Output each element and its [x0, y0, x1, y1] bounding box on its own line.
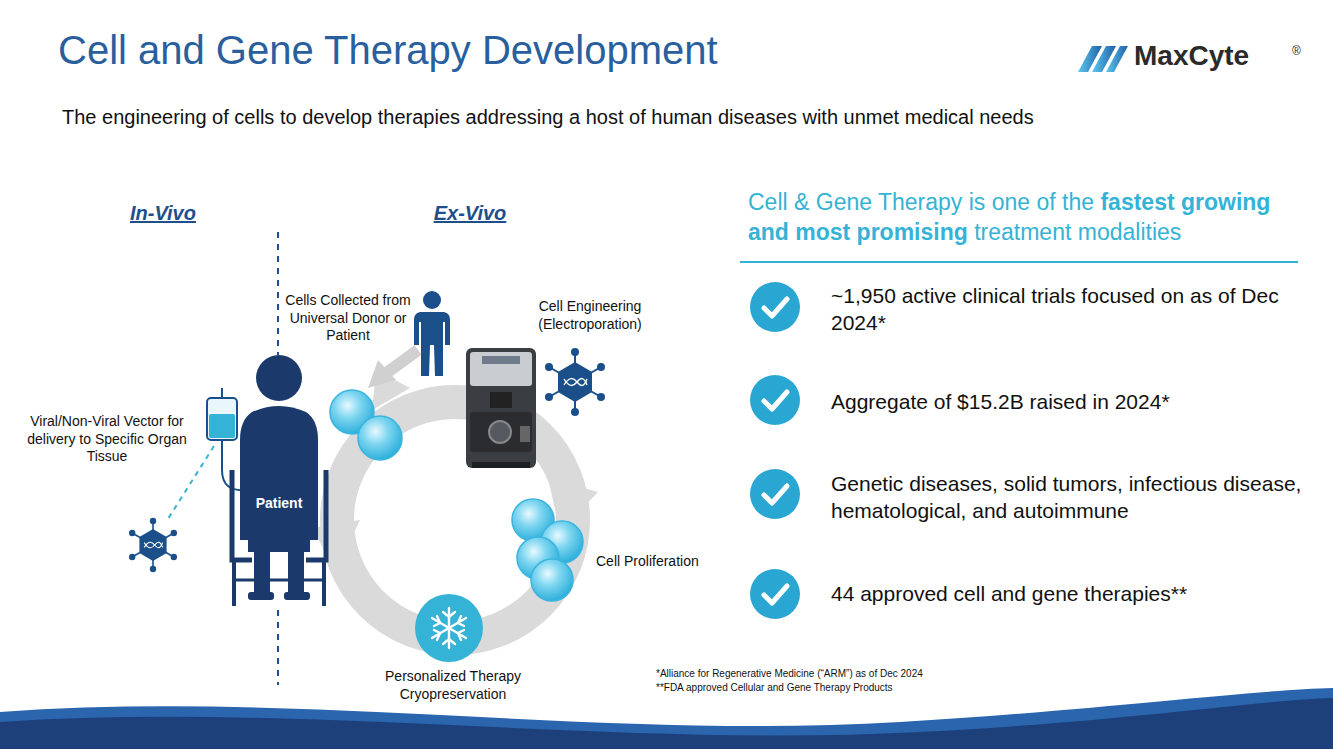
dna-icon	[129, 518, 177, 572]
section-label: Ex-Vivo	[434, 202, 507, 225]
section-label: In-Vivo	[130, 202, 196, 225]
step-label: Viral/Non-Viral Vector for delivery to S…	[25, 413, 190, 466]
statement-text: treatment modalities	[974, 219, 1181, 245]
cell	[531, 559, 573, 601]
bullet-text: 44 approved cell and gene therapies**	[831, 580, 1311, 607]
header-rule	[740, 261, 1298, 263]
electroporation-device	[466, 348, 536, 468]
step-label: Cells Collected from Universal Donor or …	[278, 292, 418, 345]
check-icon	[750, 569, 800, 619]
check-icon	[750, 375, 800, 425]
footnote: *Alliance for Regenerative Medicine (“AR…	[656, 668, 923, 679]
logo-text: MaxCyte	[1134, 40, 1249, 72]
check-icon	[750, 282, 800, 332]
logo-mark	[1078, 46, 1128, 72]
donor-figure	[414, 291, 450, 376]
slide-title: Cell and Gene Therapy Development	[58, 28, 718, 73]
header-statement: Cell & Gene Therapy is one of the fastes…	[748, 188, 1308, 248]
statement-text: Cell & Gene Therapy is one of the	[748, 189, 1094, 215]
dna-icon	[545, 348, 605, 416]
cryo-icon	[415, 594, 483, 662]
footer-wave	[0, 688, 1333, 749]
bullet-text: Genetic diseases, solid tumors, infectio…	[831, 470, 1311, 525]
bullet-text: ~1,950 active clinical trials focused on…	[831, 282, 1311, 337]
step-label: Personalized Therapy Cryopreservation	[368, 668, 538, 703]
figure-label: Patient	[244, 495, 314, 511]
subtitle: The engineering of cells to develop ther…	[62, 106, 1034, 129]
footnote: **FDA approved Cellular and Gene Therapy…	[656, 682, 893, 693]
patient-figure	[232, 355, 326, 606]
check-icon	[750, 469, 800, 519]
divider-line	[277, 232, 279, 355]
step-label: Cell Proliferation	[596, 553, 699, 571]
bullet-text: Aggregate of $15.2B raised in 2024*	[831, 388, 1311, 415]
step-label: Cell Engineering (Electroporation)	[525, 298, 655, 333]
donor-arrow	[368, 350, 418, 388]
divider-line	[277, 610, 279, 685]
cell	[358, 416, 402, 460]
registered-mark: ®	[1292, 44, 1301, 58]
footer-wave	[0, 698, 1333, 749]
